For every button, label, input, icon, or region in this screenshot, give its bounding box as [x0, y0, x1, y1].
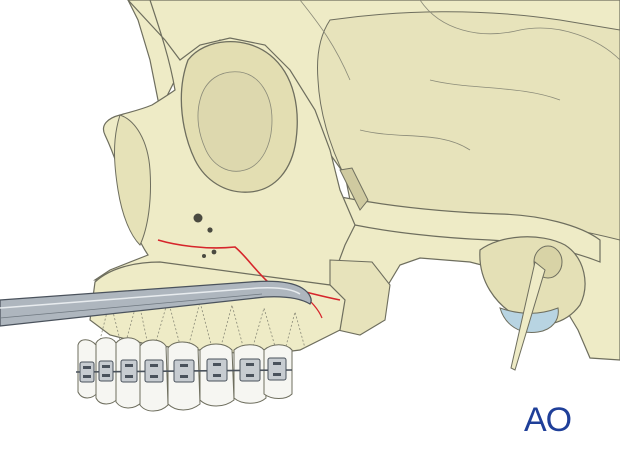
orbit-inner — [197, 71, 273, 172]
foramen-small — [202, 254, 206, 258]
foramen-small — [211, 249, 217, 255]
bracket-slots — [83, 362, 281, 378]
instrument-highlight — [0, 287, 301, 309]
orthodontic-brackets — [79, 357, 287, 383]
nasal-aperture — [114, 114, 151, 246]
zygomatic-arch — [328, 194, 601, 263]
foramen-small — [207, 227, 213, 233]
pterygoid-plate — [339, 167, 369, 211]
ao-logo-text: AO — [524, 401, 571, 436]
ao-logo: AO — [524, 401, 572, 436]
instrument-edge — [0, 293, 263, 319]
suture-line — [299, 0, 620, 151]
infraorbital-foramen — [193, 213, 203, 223]
styloid-process — [510, 261, 546, 371]
